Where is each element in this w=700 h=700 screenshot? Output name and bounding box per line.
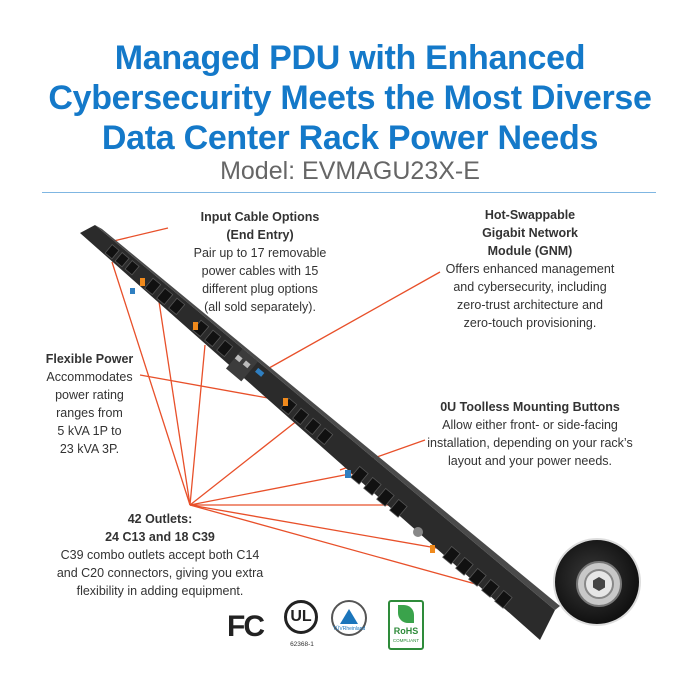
leader-outlet-7: [189, 504, 449, 551]
callout-input-body-3: different plug options: [202, 282, 318, 296]
leader-outlet-4: [189, 419, 299, 506]
leader-flexible-power: [139, 374, 269, 399]
outlet-group-1: [104, 244, 140, 276]
headline-line-3: Data Center Rack Power Needs: [101, 119, 599, 157]
callout-outlets-body-3: flexibility in adding equipment.: [76, 584, 244, 598]
fcc-logo: FC: [227, 610, 265, 643]
callout-flex-body-4: 5 kVA 1P to: [57, 424, 122, 438]
callout-mount-body-3: layout and your power needs.: [448, 454, 612, 468]
mounting-button-icon: [576, 561, 622, 607]
callout-flexible-power: Flexible Power Accommodates power rating…: [22, 350, 157, 458]
callout-gnm-title-3: Module (GNM): [487, 244, 573, 258]
callout-gnm-body-2: and cybersecurity, including: [453, 280, 607, 294]
headline-line-1: Managed PDU with Enhanced: [114, 39, 586, 77]
callout-mounting: 0U Toolless Mounting Buttons Allow eithe…: [418, 398, 642, 470]
leader-gnm: [261, 271, 441, 373]
callout-flex-body-1: Accommodates: [46, 370, 133, 384]
callout-input-body-2: power cables with 15: [201, 264, 319, 278]
leader-outlet-3: [189, 344, 206, 506]
ul-logo: UL: [284, 600, 318, 634]
network-module: [225, 348, 265, 382]
outlet-group-5: [350, 465, 408, 518]
rohs-leaf-icon: [398, 605, 414, 623]
callout-gnm-body-1: Offers enhanced management: [445, 262, 615, 276]
callout-input-title-1: Input Cable Options: [200, 210, 320, 224]
callout-outlets-title-2: 24 C13 and 18 C39: [105, 530, 215, 544]
tuv-triangle-icon: [340, 609, 358, 624]
leader-outlet-1: [111, 261, 191, 506]
ul-number: 62368-1: [290, 641, 314, 648]
mounting-button: [413, 527, 423, 537]
callout-flex-title: Flexible Power: [45, 352, 134, 366]
tuv-text: TÜVRheinland: [332, 626, 366, 632]
breaker-orange-4: [430, 545, 435, 553]
breaker-orange-3: [283, 398, 288, 406]
pdu-edge: [95, 225, 560, 610]
leader-lines: [104, 227, 491, 589]
callout-outlets-body-1: C39 combo outlets accept both C14: [60, 548, 260, 562]
outlet-group-6: [442, 545, 513, 609]
breaker-orange-2: [193, 322, 198, 330]
outlet-group-4: [280, 397, 334, 446]
callout-outlets-body-2: and C20 connectors, giving you extra: [56, 566, 264, 580]
rohs-text: RoHS: [393, 626, 419, 636]
rohs-subtext: COMPLIANT: [392, 638, 420, 643]
headline: Managed PDU with Enhanced Cybersecurity …: [0, 38, 700, 158]
breaker-blue-2: [345, 470, 351, 478]
breaker-orange-1: [140, 278, 145, 286]
callout-mount-body-1: Allow either front- or side-facing: [442, 418, 618, 432]
callout-outlets-title-1: 42 Outlets:: [127, 512, 193, 526]
headline-line-2: Cybersecurity Meets the Most Diverse: [48, 79, 652, 117]
callout-mount-body-2: installation, depending on your rack’s: [427, 436, 633, 450]
callout-flex-body-5: 23 kVA 3P.: [59, 442, 120, 456]
divider: [42, 192, 656, 193]
model-number: Model: EVMAGU23X-E: [220, 157, 480, 185]
callout-input-title-2: (End Entry): [226, 228, 294, 242]
callout-input-body-4: (all sold separately).: [204, 300, 316, 314]
callout-gnm: Hot-Swappable Gigabit Network Module (GN…: [430, 206, 630, 332]
callout-flex-body-3: ranges from: [56, 406, 123, 420]
outlet-groups: [104, 244, 513, 609]
callout-outlets: 42 Outlets: 24 C13 and 18 C39 C39 combo …: [40, 510, 280, 600]
callout-input-body-1: Pair up to 17 removable: [193, 246, 327, 260]
mounting-button-zoom-image: [553, 538, 641, 626]
leader-outlet-8: [189, 504, 491, 589]
leader-outlet-5: [189, 471, 361, 506]
callout-gnm-body-3: zero-trust architecture and: [457, 298, 603, 312]
outlet-group-2: [144, 277, 186, 316]
outlet-group-3: [192, 319, 234, 358]
callout-flex-body-2: power rating: [55, 388, 124, 402]
callout-gnm-body-4: zero-touch provisioning.: [463, 316, 597, 330]
callout-gnm-title-1: Hot-Swappable: [484, 208, 576, 222]
breaker-blue-1: [130, 288, 135, 294]
ul-logo-text: UL: [290, 608, 312, 625]
callout-mount-title: 0U Toolless Mounting Buttons: [440, 400, 620, 414]
leader-outlet-2: [157, 294, 191, 506]
callout-input-cable: Input Cable Options (End Entry) Pair up …: [170, 208, 350, 316]
callout-gnm-title-2: Gigabit Network: [482, 226, 578, 240]
